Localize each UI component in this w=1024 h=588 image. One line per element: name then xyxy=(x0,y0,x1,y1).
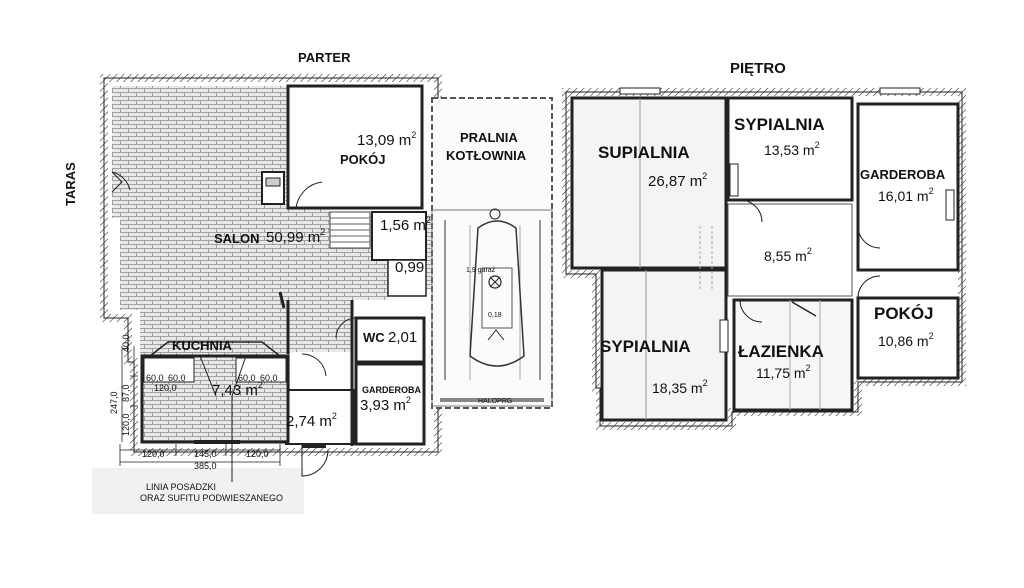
dim-bottom-145: 145,0 xyxy=(194,449,217,459)
upper-floor-title: PIĘTRO xyxy=(730,60,786,77)
upper-room-supialnia xyxy=(570,96,728,270)
ground-stairs xyxy=(329,211,371,249)
dim-left-870: 87,0 xyxy=(121,384,131,402)
salon-name: SALON xyxy=(214,231,260,246)
dim-bottom-385: 385,0 xyxy=(194,461,217,471)
upper-room-pokoj xyxy=(856,296,960,380)
note-line-1: LINIA POSADZKI xyxy=(146,482,217,492)
upper-garderoba-area: 16,01 m2 xyxy=(878,186,934,204)
upper-garderoba-name: GARDEROBA xyxy=(860,167,946,182)
supialnia-area: 26,87 m2 xyxy=(648,171,708,190)
ground-hall-area: 1,56 m2 xyxy=(380,215,431,234)
fireplace xyxy=(261,171,285,205)
garage-mark-3: HALOPRG xyxy=(478,398,513,405)
ground-garderoba-area: 3,93 m2 xyxy=(360,395,411,414)
garage xyxy=(431,97,553,409)
salon-area: 50,99 m2 xyxy=(266,227,326,246)
supialnia-name: SUPIALNIA xyxy=(598,143,690,162)
garage-mark-2: 0,18 xyxy=(488,312,502,319)
ground-garderoba-name: GARDEROBA xyxy=(362,385,422,395)
dim-60d: 60,0 xyxy=(260,373,278,383)
upper-hall-area: 8,55 m2 xyxy=(764,246,812,264)
ground-room-wc xyxy=(354,316,426,364)
upper-room-lazienka xyxy=(732,298,854,412)
dim-bottom-120b: 120,0 xyxy=(246,449,269,459)
ground-small-area: 0,99 xyxy=(395,259,425,276)
pralnia-name: PRALNIA xyxy=(460,130,518,145)
dim-60c: 60,0 xyxy=(238,373,256,383)
sypialnia-1-name: SYPIALNIA xyxy=(734,115,825,134)
ground-room-pokoj xyxy=(286,84,424,210)
ground-floor-title: PARTER xyxy=(298,50,351,65)
terrace-label: TARAS xyxy=(63,162,78,206)
wc-name: WC xyxy=(363,330,385,345)
kuchnia-name: KUCHNIA xyxy=(172,338,232,353)
ground-pokoj-area: 13,09 m2 xyxy=(357,130,417,149)
dim-120: 120,0 xyxy=(154,383,177,393)
note-line-2: ORAZ SUFITU PODWIESZANEGO xyxy=(140,493,284,503)
sypialnia-1-area: 13,53 m2 xyxy=(764,140,820,158)
wc-area: 2,01 xyxy=(388,329,418,346)
garage-car xyxy=(469,220,525,367)
dim-left-400: 40,0 xyxy=(121,334,131,352)
upper-room-garderoba xyxy=(856,102,960,272)
sypialnia-2-name: SYPIALNIA xyxy=(600,337,691,356)
dimension-lines xyxy=(119,346,281,482)
upper-pokoj-area: 10,86 m2 xyxy=(878,331,934,349)
lazienka-area: 11,75 m2 xyxy=(756,363,811,381)
dim-60b: 60,0 xyxy=(168,373,186,383)
garage-mark-1: 1,9 garaż xyxy=(466,267,496,274)
ground-room-entry xyxy=(285,389,355,445)
upper-floor xyxy=(562,87,966,430)
upper-hall xyxy=(727,203,853,297)
ground-room-kuchnia xyxy=(140,341,290,444)
kotlownia-name: KOTŁOWNIA xyxy=(446,148,527,163)
upper-room-sypialnia-1 xyxy=(726,96,854,202)
dim-left-2470: 247,0 xyxy=(109,391,119,414)
dim-60a: 60,0 xyxy=(146,373,164,383)
upper-stairs xyxy=(699,226,713,290)
ground-pokoj-name: POKÓJ xyxy=(340,152,386,167)
upper-pokoj-name: POKÓJ xyxy=(874,304,934,323)
ground-room-garderoba xyxy=(354,362,426,446)
dim-bottom-120a: 120,0 xyxy=(142,449,165,459)
lazienka-name: ŁAZIENKA xyxy=(738,342,824,361)
kuchnia-area: 7,43 m2 xyxy=(212,380,263,399)
dim-left-1200: 120,0 xyxy=(121,413,131,436)
sypialnia-2-area: 18,35 m2 xyxy=(652,378,708,396)
entry-area: 2,74 m2 xyxy=(286,411,337,430)
upper-room-sypialnia-2 xyxy=(600,268,728,422)
